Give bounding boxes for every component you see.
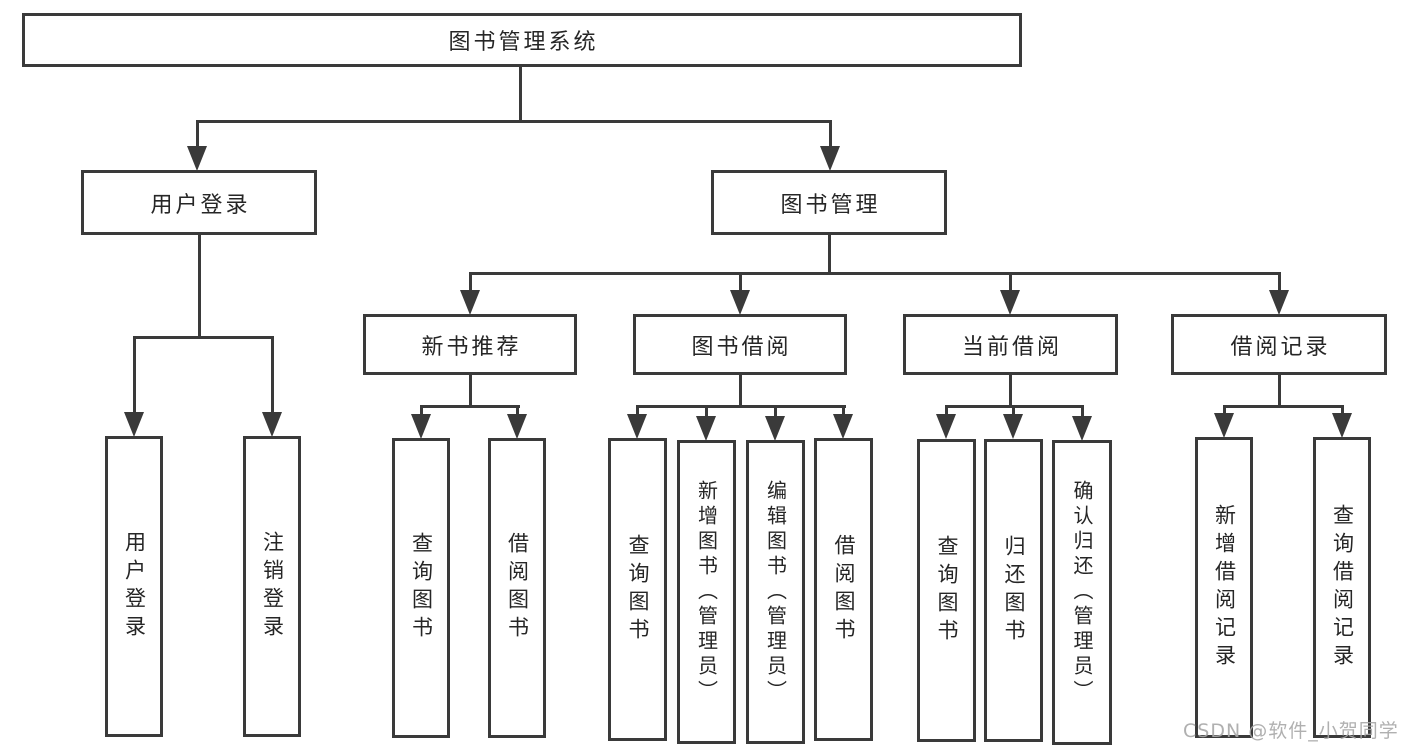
node-book-management: 图书管理 — [711, 170, 947, 235]
leaf-label: 编辑图书（管理员） — [763, 479, 788, 705]
node-user-login: 用户登录 — [81, 170, 317, 235]
leaf-label: 查询图书 — [409, 532, 434, 644]
leaf-query-books-current: 查询图书 — [917, 439, 976, 742]
leaf-borrow-books-recommend: 借阅图书 — [488, 438, 546, 738]
connector-line — [828, 234, 831, 274]
connector-line — [1081, 405, 1084, 416]
node-label: 借阅记录 — [1230, 334, 1331, 360]
leaf-label: 确认归还（管理员） — [1070, 480, 1094, 705]
connector-line — [1223, 405, 1226, 416]
connector-line — [519, 67, 522, 122]
leaf-label: 查询图书 — [626, 533, 650, 646]
leaf-add-books-admin: 新增图书（管理员） — [677, 440, 736, 744]
node-label: 图书管理 — [780, 192, 881, 218]
node-label: 图书借阅 — [691, 334, 792, 360]
connector-line — [945, 405, 948, 416]
leaf-query-borrow-record: 查询借阅记录 — [1313, 437, 1371, 738]
arrow-down-icon — [1003, 414, 1023, 439]
node-book-borrowing: 图书借阅 — [633, 314, 847, 375]
node-label: 图书管理系统 — [448, 30, 599, 55]
connector-line — [1009, 272, 1012, 292]
arrow-down-icon — [833, 414, 853, 439]
connector-line — [739, 272, 742, 292]
node-library-management-system: 图书管理系统 — [22, 13, 1022, 67]
connector-line — [516, 405, 519, 416]
leaf-label: 用户登录 — [122, 530, 147, 643]
leaf-borrow-books-borrowing: 借阅图书 — [814, 438, 873, 741]
connector-line — [842, 405, 845, 416]
connector-line — [133, 336, 136, 414]
node-new-book-recommendation: 新书推荐 — [363, 314, 577, 375]
arrow-down-icon — [1072, 416, 1092, 441]
leaf-add-borrow-record: 新增借阅记录 — [1195, 437, 1253, 738]
arrow-down-icon — [411, 414, 431, 439]
connector-line — [420, 405, 423, 416]
arrow-down-icon — [1332, 413, 1352, 438]
leaf-label: 查询借阅记录 — [1330, 503, 1355, 672]
leaf-user-login: 用户登录 — [105, 436, 163, 737]
connector-line — [196, 120, 199, 147]
arrow-down-icon — [262, 412, 282, 437]
leaf-edit-books-admin: 编辑图书（管理员） — [746, 440, 805, 744]
connector-line — [133, 336, 274, 339]
leaf-label: 注销登录 — [260, 530, 285, 643]
arrow-down-icon — [507, 414, 527, 439]
connector-line — [198, 234, 201, 338]
arrow-down-icon — [1269, 290, 1289, 315]
arrow-down-icon — [627, 414, 647, 439]
arrow-down-icon — [730, 290, 750, 315]
connector-line — [774, 405, 777, 416]
csdn-watermark: CSDN @软件_小贺同学 — [1183, 720, 1399, 742]
arrow-down-icon — [936, 414, 956, 439]
connector-line — [636, 405, 639, 416]
leaf-query-books-recommend: 查询图书 — [392, 438, 450, 738]
connector-line — [1223, 405, 1344, 408]
node-current-borrowing: 当前借阅 — [903, 314, 1118, 375]
connector-line — [271, 336, 274, 414]
arrow-down-icon — [1000, 290, 1020, 315]
leaf-label: 借阅图书 — [832, 533, 856, 646]
connector-line — [1341, 405, 1344, 416]
arrow-down-icon — [187, 146, 207, 171]
arrow-down-icon — [765, 416, 785, 441]
connector-line — [420, 405, 520, 408]
node-label: 新书推荐 — [421, 334, 522, 360]
leaf-label: 归还图书 — [1002, 534, 1026, 647]
connector-line — [1012, 405, 1015, 416]
connector-line — [1009, 374, 1012, 407]
leaf-label: 查询图书 — [935, 534, 959, 647]
leaf-label: 借阅图书 — [505, 532, 530, 644]
leaf-confirm-return-admin: 确认归还（管理员） — [1052, 440, 1112, 745]
arrow-down-icon — [460, 290, 480, 315]
connector-line — [469, 374, 472, 407]
connector-line — [469, 272, 1280, 275]
connector-line — [739, 374, 742, 407]
node-label: 用户登录 — [150, 192, 251, 218]
leaf-logout: 注销登录 — [243, 436, 301, 737]
leaf-label: 新增借阅记录 — [1212, 503, 1237, 672]
connector-line — [1278, 272, 1281, 292]
arrow-down-icon — [1214, 413, 1234, 438]
connector-line — [469, 272, 472, 292]
connector-line — [636, 405, 846, 408]
connector-line — [829, 120, 832, 147]
arrow-down-icon — [820, 146, 840, 171]
leaf-query-books-borrowing: 查询图书 — [608, 438, 667, 741]
arrow-down-icon — [124, 412, 144, 437]
leaf-return-books: 归还图书 — [984, 439, 1043, 742]
leaf-label: 新增图书（管理员） — [694, 479, 719, 705]
node-borrowing-records: 借阅记录 — [1171, 314, 1387, 375]
node-label: 当前借阅 — [961, 334, 1062, 360]
connector-line — [196, 120, 832, 123]
arrow-down-icon — [696, 416, 716, 441]
connector-line — [705, 405, 708, 416]
connector-line — [1278, 374, 1281, 407]
